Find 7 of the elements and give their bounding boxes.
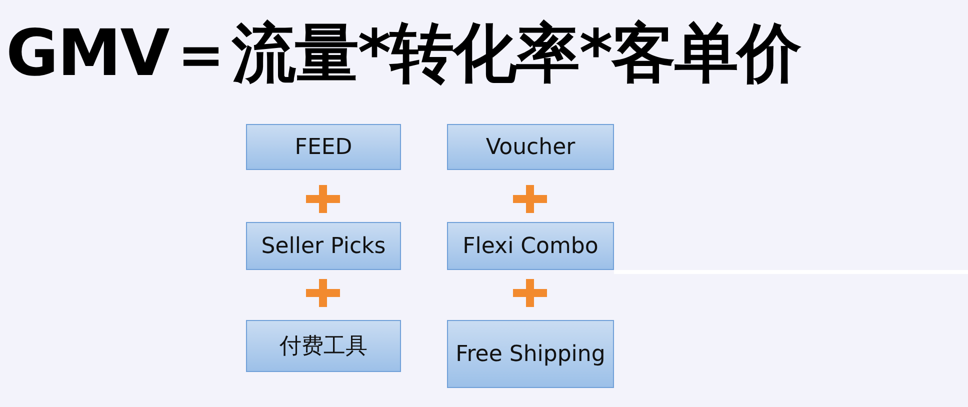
feature-box: Voucher: [447, 124, 614, 170]
feature-box: Free Shipping: [447, 320, 614, 388]
feature-box: Seller Picks: [246, 222, 401, 270]
feature-box: FEED: [246, 124, 401, 170]
feature-box: Flexi Combo: [447, 222, 614, 270]
title: GMV＝流量*转化率*客单价: [6, 16, 801, 93]
feature-box: 付费工具: [246, 320, 401, 372]
